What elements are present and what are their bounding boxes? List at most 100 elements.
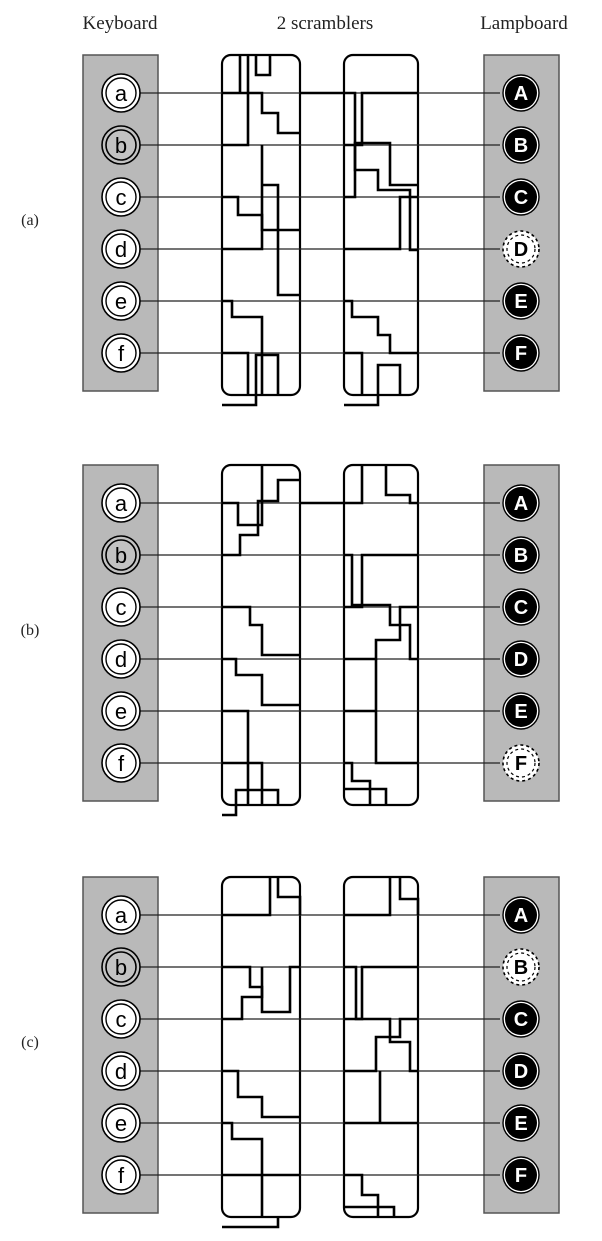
key-inner-ring: [105, 539, 137, 571]
scrambler-wire: [222, 1173, 264, 1217]
scrambler-wire: [222, 465, 264, 527]
scrambler-wire: [344, 1173, 380, 1217]
scrambler-wire: [222, 965, 300, 1014]
scrambler-wire: [344, 363, 402, 407]
lamp-core: [505, 695, 537, 727]
scrambler-wire: [344, 195, 418, 251]
key-inner-ring: [105, 591, 137, 623]
scrambler-wire: [222, 1069, 300, 1119]
key-inner-ring: [105, 181, 137, 213]
scrambler-wire: [344, 605, 418, 661]
scrambler-wire: [254, 55, 272, 77]
scrambler-wire: [222, 657, 300, 707]
lamp-label: A: [514, 83, 528, 105]
lamp-inner-ring: [506, 234, 536, 264]
scrambler-wire: [344, 965, 418, 1021]
lamp-label: C: [514, 1009, 528, 1031]
scrambler-wire: [344, 1071, 418, 1125]
key-label: d: [115, 1059, 127, 1084]
lamp-label: A: [514, 493, 528, 515]
scrambler-wire: [222, 877, 272, 917]
lamp-label: C: [514, 597, 528, 619]
key-label: e: [115, 289, 127, 314]
lamp-label: F: [515, 1165, 527, 1187]
lamp-label: B: [514, 135, 528, 157]
lamp-label: C: [514, 187, 528, 209]
scrambler-wire: [300, 91, 418, 252]
scrambler-wire: [276, 877, 302, 915]
key-label: c: [116, 1007, 127, 1032]
scrambler-2: [342, 875, 420, 1219]
scrambler-wire: [222, 1217, 280, 1229]
key-label: b: [115, 133, 127, 158]
scrambler-wire: [222, 788, 280, 817]
scrambler-wire: [344, 141, 418, 199]
key-inner-ring: [105, 695, 137, 727]
lamp-core: [505, 643, 537, 675]
key-inner-ring: [105, 77, 137, 109]
key-label: f: [118, 341, 125, 366]
scrambler-wire: [398, 877, 420, 915]
scrambler-wire: [222, 351, 250, 395]
key-label: d: [115, 647, 127, 672]
lamp-core: [505, 1055, 537, 1087]
key-inner-ring: [105, 1055, 137, 1087]
scrambler-wire: [344, 877, 392, 917]
panel-label: (a): [21, 212, 39, 229]
lamp-inner-ring: [506, 748, 536, 778]
lamp-core: [505, 129, 537, 161]
scrambler-wire: [384, 465, 418, 505]
key-inner-ring: [105, 285, 137, 317]
scrambler-wire: [344, 299, 418, 355]
key-inner-ring: [105, 951, 137, 983]
scrambler-wire: [222, 967, 264, 1021]
scrambler-wire: [344, 553, 418, 661]
key-inner-ring: [105, 487, 137, 519]
lamp-core: [505, 1107, 537, 1139]
scrambler-wire: [300, 465, 364, 505]
lamp-core: [505, 181, 537, 213]
lamp-core: [505, 899, 537, 931]
scrambler-wire: [344, 351, 364, 395]
scrambler-wire: [344, 91, 418, 147]
lamp-core: [505, 591, 537, 623]
panel-label: (b): [21, 622, 40, 639]
lamp-inner-ring: [506, 952, 536, 982]
scrambler-wire: [222, 299, 264, 395]
keyboard-header: Keyboard: [83, 13, 158, 34]
key-label: b: [115, 543, 127, 568]
lampboard-header: Lampboard: [480, 13, 568, 34]
lamp-label: A: [514, 905, 528, 927]
scrambler-wire: [222, 145, 300, 297]
lamp-core: [505, 487, 537, 519]
scrambler-wire: [222, 709, 250, 805]
scrambler-wire: [222, 55, 250, 147]
scrambler-wire: [222, 55, 300, 135]
key-label: f: [118, 751, 125, 776]
key-inner-ring: [105, 1003, 137, 1035]
lamp-label: B: [514, 957, 528, 979]
lamp-core: [505, 77, 537, 109]
lamp-core: [505, 539, 537, 571]
key-label: c: [116, 595, 127, 620]
scrambler-wire: [344, 787, 388, 805]
lamp-label: F: [515, 753, 527, 775]
lamp-label: D: [514, 649, 528, 671]
key-inner-ring: [105, 747, 137, 779]
lamp-label: B: [514, 545, 528, 567]
key-label: c: [116, 185, 127, 210]
scrambler-wire: [222, 353, 280, 407]
key-inner-ring: [105, 129, 137, 161]
key-inner-ring: [105, 643, 137, 675]
scrambler-wire: [344, 965, 418, 1073]
key-label: f: [118, 1163, 125, 1188]
scramblers-header: 2 scramblers: [277, 13, 374, 34]
lamp-core: [505, 1159, 537, 1191]
scrambler-wire: [222, 195, 300, 232]
key-label: a: [115, 81, 128, 106]
lamp-label: D: [514, 239, 528, 261]
lamp-label: E: [514, 1113, 527, 1135]
